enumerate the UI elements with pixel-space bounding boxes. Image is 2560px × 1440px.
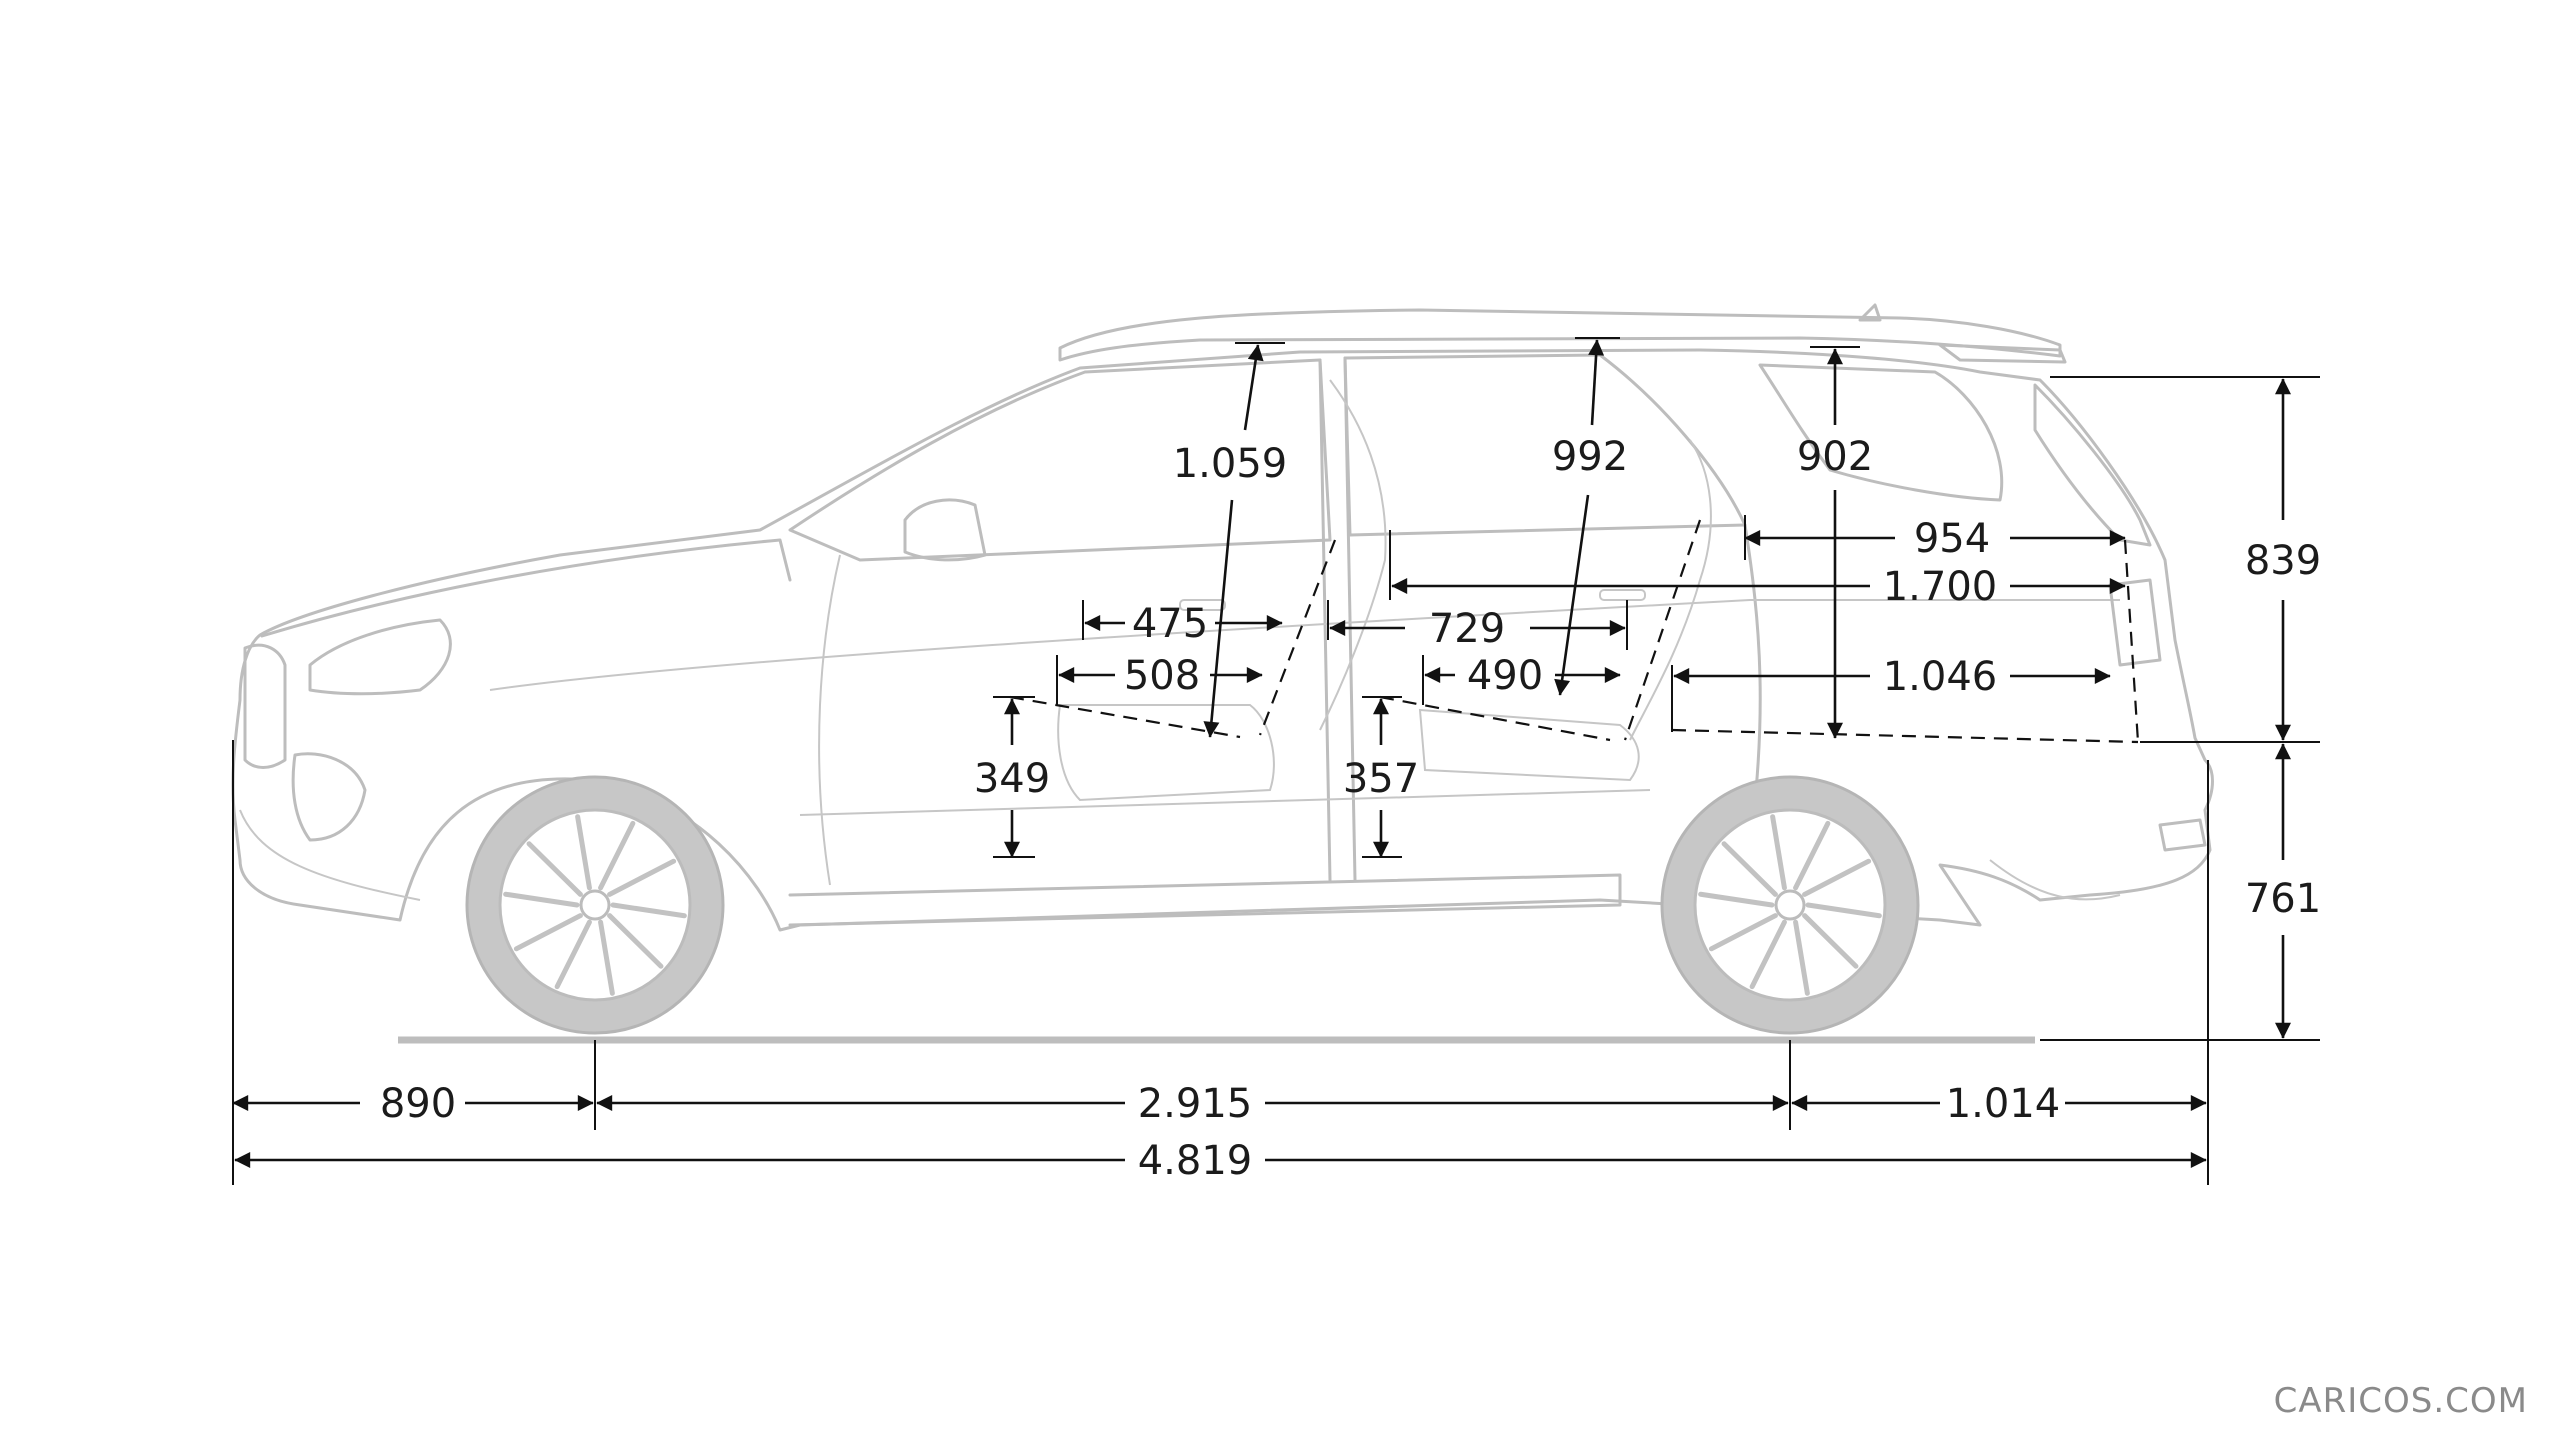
wheel-spoke (554, 919, 592, 990)
label-front-seat-height: 349 (974, 756, 1050, 802)
label-rear-headroom: 992 (1552, 434, 1628, 480)
wheel-spoke (598, 919, 615, 996)
rear-wheel (1660, 775, 1920, 1035)
label-front-cushion-depth: 475 (1132, 601, 1208, 647)
label-cargo-length-upper: 954 (1914, 516, 1990, 562)
wheel-spoke (1770, 814, 1787, 891)
wheel-spoke (1805, 902, 1882, 919)
wheel-spoke (503, 891, 580, 908)
label-height-lower: 761 (2245, 876, 2321, 922)
label-height-upper: 839 (2245, 538, 2321, 584)
label-cargo-height: 902 (1797, 434, 1873, 480)
dimension-lines (232, 337, 2320, 1185)
label-rear-legroom: 729 (1429, 606, 1505, 652)
label-overall-length: 4.819 (1138, 1138, 1253, 1184)
label-cargo-floor-length: 1.046 (1883, 654, 1998, 700)
label-front-seat-depth: 508 (1124, 653, 1200, 699)
label-rear-seat-depth: 490 (1467, 653, 1543, 699)
label-wheelbase: 2.915 (1138, 1081, 1253, 1127)
label-front-headroom: 1.059 (1173, 441, 1288, 487)
label-cargo-length-folded: 1.700 (1883, 564, 1998, 610)
wheel-spoke (1749, 919, 1787, 990)
dimension-labels: 890 2.915 1.014 4.819 839 761 1.059 992 … (380, 434, 2321, 1184)
wheel-spoke (1721, 841, 1778, 897)
wheel-spoke (1698, 891, 1775, 908)
wheel-spoke (575, 814, 592, 891)
wheel-spoke (1802, 858, 1872, 897)
wheel-spoke (598, 820, 636, 891)
wheel-spoke (526, 841, 583, 897)
wheel-spoke (1708, 913, 1778, 952)
wheel-spoke (1793, 919, 1810, 996)
wheel-spoke (1802, 913, 1859, 969)
label-rear-seat-height: 357 (1343, 756, 1419, 802)
wheel-spoke (607, 913, 664, 969)
label-rear-overhang: 1.014 (1946, 1081, 2061, 1127)
wheel-spoke (610, 902, 687, 919)
watermark: CARICOS.COM (2274, 1381, 2528, 1421)
wheel-spoke (607, 858, 677, 897)
front-wheel (465, 775, 725, 1035)
wheel-spoke (513, 913, 583, 952)
vehicle-outline (231, 303, 2214, 1044)
label-front-overhang: 890 (380, 1081, 456, 1127)
wheel-spoke (1793, 820, 1831, 891)
